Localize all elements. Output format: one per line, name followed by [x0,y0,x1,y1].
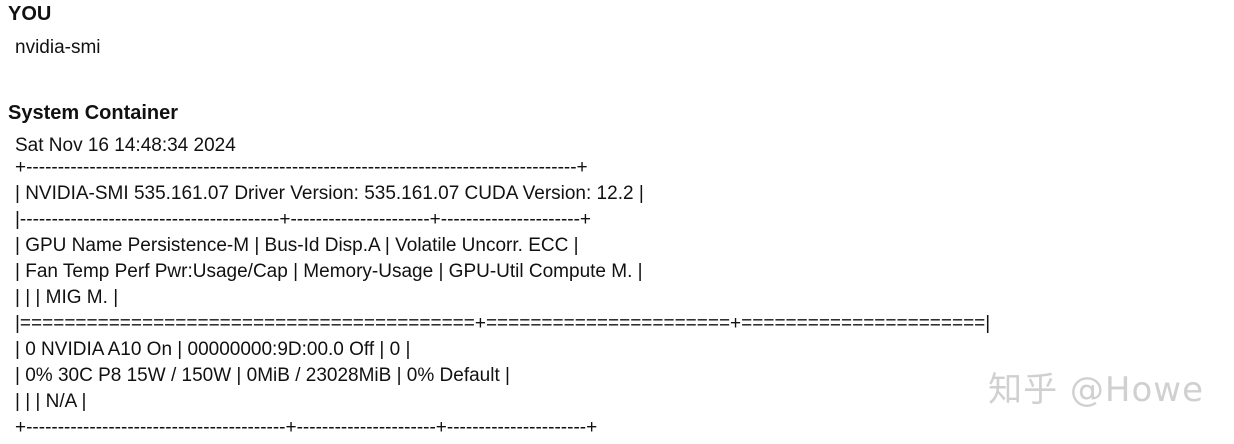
output-line-separator: |---------------------------------------… [15,209,592,230]
output-line-border-bottom: +---------------------------------------… [15,417,598,438]
user-label: YOU [8,3,52,25]
output-line-header-2: | Fan Temp Perf Pwr:Usage/Cap | Memory-U… [15,261,643,282]
output-line-border-top: +---------------------------------------… [15,157,588,178]
output-line-gpu-row-3: | | | N/A | [15,391,87,412]
output-line-header-1: | GPU Name Persistence-M | Bus-Id Disp.A… [15,235,579,256]
terminal-output: +---------------------------------------… [15,157,1215,441]
output-line-gpu-row-2: | 0% 30C P8 15W / 150W | 0MiB / 23028MiB… [15,365,510,386]
user-message: nvidia-smi [15,37,101,58]
output-line-double-separator: |=======================================… [15,313,991,334]
output-line-versions: | NVIDIA-SMI 535.161.07 Driver Version: … [15,183,644,204]
output-line-header-3: | | | MIG M. | [15,287,119,308]
output-line-gpu-row-1: | 0 NVIDIA A10 On | 00000000:9D:00.0 Off… [15,339,411,360]
system-label: System Container [8,102,179,124]
watermark: 知乎 @Howe [988,370,1204,410]
output-timestamp: Sat Nov 16 14:48:34 2024 [15,135,236,156]
